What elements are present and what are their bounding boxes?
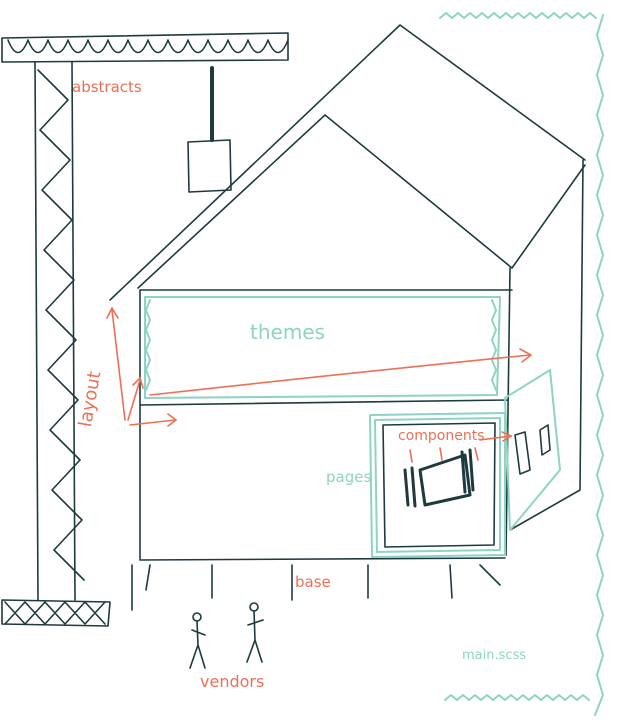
components-figure bbox=[403, 448, 475, 508]
pages-box bbox=[369, 412, 506, 558]
layout-arrows bbox=[106, 306, 533, 463]
label-themes: themes bbox=[250, 320, 326, 344]
label-components: components bbox=[398, 428, 485, 444]
crane-abstracts bbox=[1, 32, 289, 627]
side-panel bbox=[504, 369, 561, 531]
components-box bbox=[382, 422, 496, 548]
vendors-figures bbox=[189, 602, 264, 669]
label-abstracts: abstracts bbox=[72, 78, 142, 96]
themes-box bbox=[144, 296, 501, 399]
house bbox=[109, 24, 586, 611]
label-base: base bbox=[295, 573, 331, 591]
label-pages: pages bbox=[326, 468, 372, 486]
side-components bbox=[514, 424, 551, 475]
main-scss-frame bbox=[439, 12, 604, 716]
label-main-scss: main.scss bbox=[462, 648, 527, 663]
label-vendors: vendors bbox=[200, 672, 265, 691]
